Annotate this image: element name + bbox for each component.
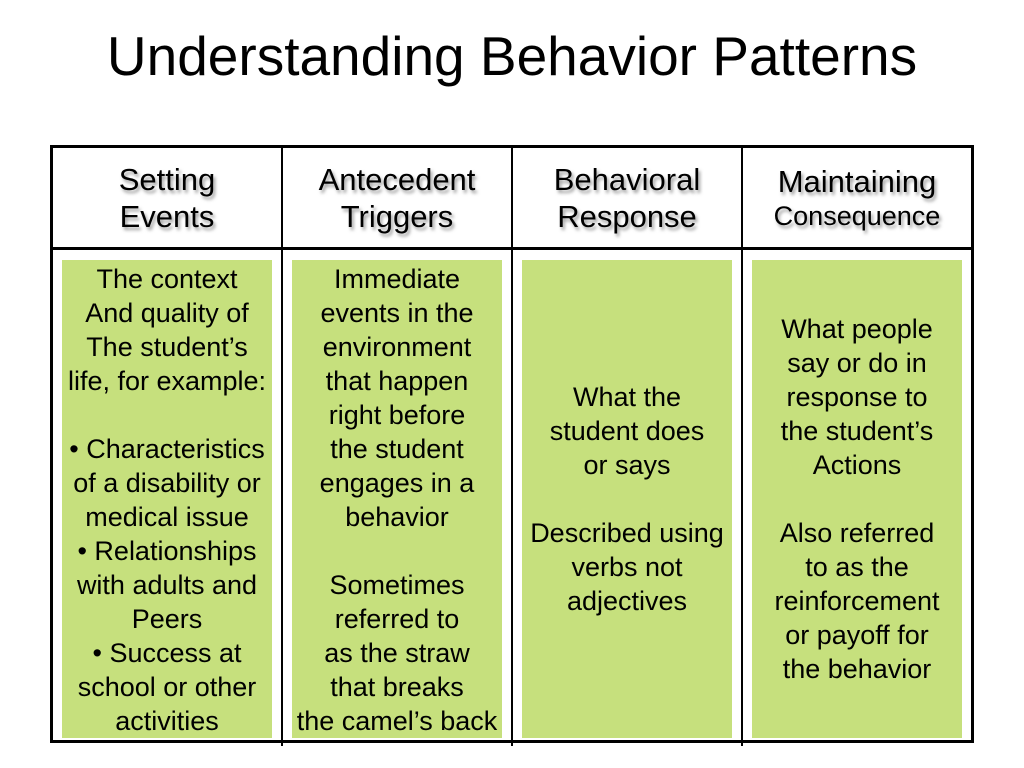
header-line: Triggers <box>340 198 454 234</box>
table-body-row: The context And quality of The student’s… <box>53 250 971 746</box>
header-maintaining-consequence: Maintaining Consequence <box>743 148 971 247</box>
header-setting-events: Setting Events <box>53 148 283 247</box>
behavior-patterns-table: Setting Events Antecedent Triggers Behav… <box>50 145 974 746</box>
behavioral-response-text: What the student does or says Described … <box>522 260 732 738</box>
header-line: Behavioral <box>553 161 701 197</box>
slide-title: Understanding Behavior Patterns <box>106 25 918 87</box>
header-line: Consequence <box>773 200 941 231</box>
header-line: Events <box>119 198 215 234</box>
header-line: Antecedent <box>318 161 476 197</box>
header-line: Setting <box>118 161 216 197</box>
setting-events-text: The context And quality of The student’s… <box>62 260 272 738</box>
header-line: Maintaining <box>777 163 937 199</box>
table-header-row: Setting Events Antecedent Triggers Behav… <box>53 148 971 250</box>
header-antecedent-triggers: Antecedent Triggers <box>283 148 513 247</box>
header-line: Response <box>557 198 697 234</box>
cell-behavioral-response: What the student does or says Described … <box>513 250 743 746</box>
header-behavioral-response: Behavioral Response <box>513 148 743 247</box>
cell-setting-events: The context And quality of The student’s… <box>53 250 283 746</box>
maintaining-consequence-text: What people say or do in response to the… <box>752 260 962 738</box>
antecedent-triggers-text: Immediate events in the environment that… <box>292 260 502 738</box>
cell-antecedent-triggers: Immediate events in the environment that… <box>283 250 513 746</box>
cell-maintaining-consequence: What people say or do in response to the… <box>743 250 971 746</box>
